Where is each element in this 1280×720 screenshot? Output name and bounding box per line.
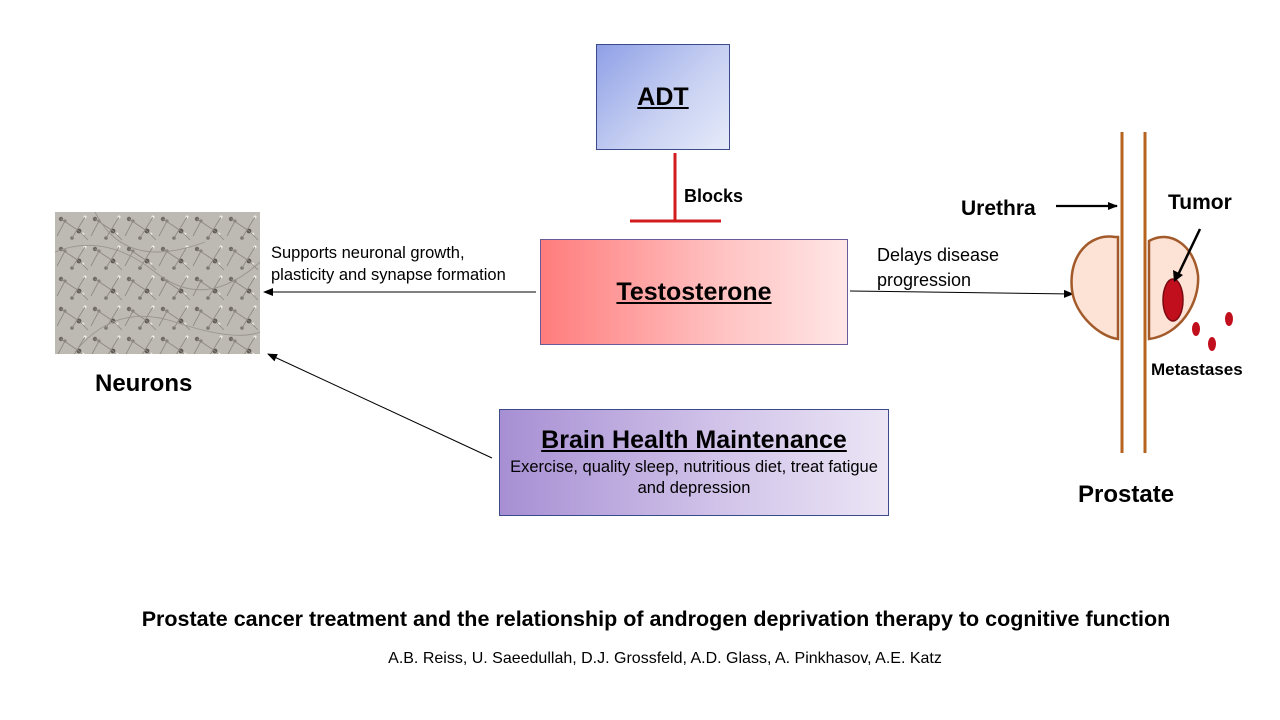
tumor-pointer-arrow: [1176, 228, 1202, 276]
footer-authors: A.B. Reiss, U. Saeedullah, D.J. Grossfel…: [388, 650, 942, 667]
brain-health-box: Brain Health Maintenance Exercise, quali…: [499, 409, 889, 516]
brain-health-description: Exercise, quality sleep, nutritious diet…: [510, 458, 878, 497]
prostate-label: Prostate: [1078, 481, 1175, 508]
delays-line-1: Delays disease: [877, 245, 1000, 265]
testosterone-box: Testosterone: [540, 239, 848, 345]
brain-health-title: Brain Health Maintenance: [541, 426, 847, 454]
metastasis-dot-2: [1225, 312, 1233, 326]
testosterone-label: Testosterone: [616, 277, 772, 306]
adt-box: ADT: [596, 44, 730, 150]
neurons-label: Neurons: [95, 370, 193, 397]
footer-title: Prostate cancer treatment and the relati…: [141, 607, 1171, 631]
neurons-micrograph-image: [55, 212, 260, 354]
supports-line-1: Supports neuronal growth,: [271, 244, 465, 262]
prostate-left-lobe-shape: [1070, 235, 1120, 341]
metastases-label: Metastases: [1151, 360, 1243, 379]
tumor-mass: [1162, 278, 1184, 322]
arrow-brain-to-neurons: [267, 353, 493, 459]
urethra-label: Urethra: [961, 197, 1036, 220]
tumor-label: Tumor: [1168, 191, 1232, 214]
metastasis-dot-3: [1208, 337, 1216, 351]
delays-line-2: progression: [877, 270, 972, 290]
adt-label: ADT: [637, 82, 689, 111]
supports-line-2: plasticity and synapse formation: [271, 266, 506, 284]
blocks-label: Blocks: [684, 186, 744, 206]
metastasis-dot-1: [1192, 322, 1200, 336]
arrow-to-prostate: [849, 289, 1074, 298]
neurons-texture: [55, 212, 260, 354]
prostate-illustration: [1070, 132, 1233, 453]
